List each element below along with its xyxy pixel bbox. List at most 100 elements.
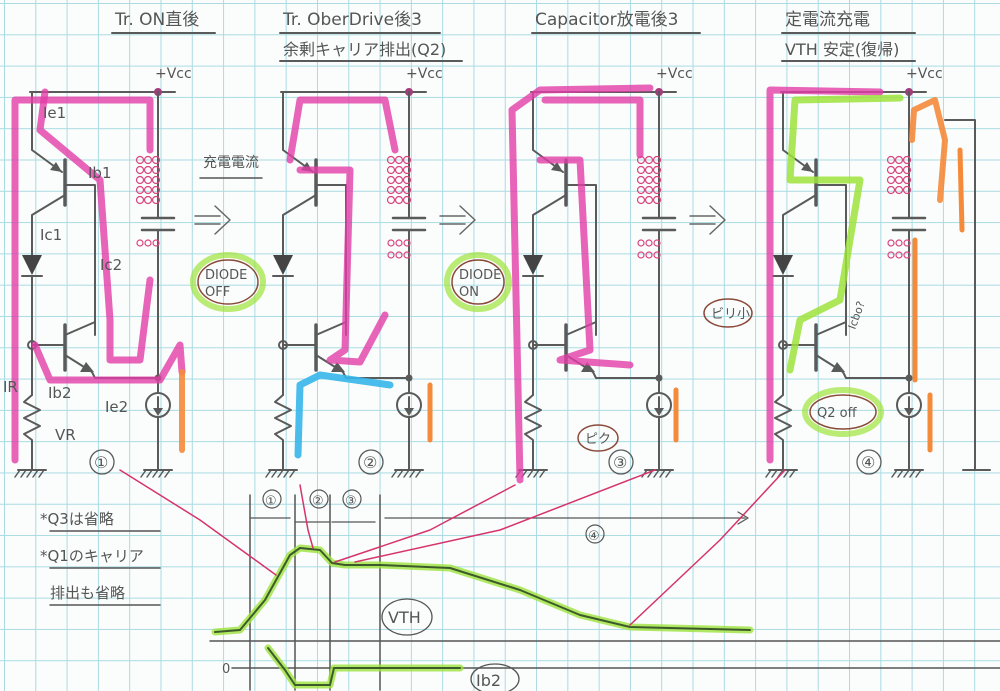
ground-hatch	[409, 469, 416, 478]
q2-emitter-arrow-icon	[331, 362, 345, 372]
charge-icon	[902, 165, 912, 175]
charge-icon	[386, 175, 396, 185]
ground-hatch	[659, 469, 666, 478]
charge-icon	[886, 165, 896, 175]
q2_off-bubble	[809, 394, 877, 430]
step-number-circle	[608, 449, 634, 475]
charge-icon	[402, 195, 412, 205]
charge-icon	[902, 185, 912, 195]
charge-icon	[636, 195, 646, 205]
diode-icon	[273, 255, 293, 275]
icbo-label: Icbo?	[846, 299, 868, 331]
charge-icon	[143, 165, 153, 175]
emitter-node	[655, 374, 663, 382]
step-number: ①	[94, 453, 108, 472]
diode_on-text: DIODE	[459, 268, 501, 283]
q2-emitter-arrow-icon	[80, 362, 94, 372]
charge-icon	[143, 185, 153, 195]
q1-emitter	[532, 91, 564, 173]
charge-icon	[143, 155, 153, 165]
charge-icon	[394, 195, 404, 205]
ground-hatch	[903, 469, 910, 478]
ground-hatch	[539, 469, 546, 478]
charge-icon	[151, 165, 161, 175]
ground-hatch	[20, 469, 27, 478]
pointer-arrow-5	[629, 469, 786, 626]
charge-icon	[644, 185, 654, 195]
charge-icon	[886, 155, 896, 165]
charge-icon	[902, 175, 912, 185]
step-number: ④	[861, 453, 875, 472]
charge-icon	[135, 165, 145, 175]
current-source-arrowhead-icon	[904, 408, 914, 416]
panel-subtitle: VTH 安定(復帰)	[785, 40, 899, 59]
charge-icon	[151, 185, 161, 195]
current-path-ib1	[36, 88, 154, 364]
charge-icon	[895, 251, 903, 259]
charge-icon	[894, 165, 904, 175]
current-path-3c	[536, 156, 634, 369]
ground-hatch	[283, 469, 290, 478]
q1-emitter	[282, 91, 314, 173]
current-path-4-green	[786, 94, 904, 374]
ground-hatch	[891, 469, 898, 478]
ground-hatch	[265, 469, 272, 478]
charge-icon	[894, 175, 904, 185]
charge-icon	[886, 185, 896, 195]
ground-hatch	[391, 469, 398, 478]
current-source-arrowhead-icon	[654, 408, 664, 416]
ground-hatch	[32, 469, 39, 478]
q2_off-text: Q2 off	[817, 406, 858, 421]
ground-hatch	[909, 469, 916, 478]
charge-icon	[652, 175, 662, 185]
panel-subtitle: 余剰キャリア排出(Q2)	[283, 40, 446, 59]
label-ic1: Ic1	[40, 226, 62, 244]
extra-rail	[944, 119, 976, 471]
charge-icon	[136, 239, 144, 247]
label-ic2: Ic2	[100, 256, 122, 274]
charge-icon	[902, 155, 912, 165]
q1-emitter-arrow-icon	[801, 162, 813, 172]
resistor-icon	[23, 394, 41, 471]
phase-circle	[262, 489, 282, 509]
charge-icon	[636, 165, 646, 175]
panel-title: 定電流充電	[785, 10, 870, 30]
charge-icon	[637, 251, 645, 259]
charge-icon	[135, 185, 145, 195]
label-vr: VR	[55, 426, 76, 444]
q1-collector	[532, 194, 567, 256]
next-step-arrow-icon	[709, 205, 726, 235]
charge-icon	[395, 251, 403, 259]
vcc-label: +Vcc	[406, 66, 443, 82]
q1-emitter	[782, 91, 814, 173]
charge-icon	[151, 175, 161, 185]
charge-icon	[386, 165, 396, 175]
charge-icon	[644, 175, 654, 185]
label-ie1: Ie1	[43, 104, 66, 122]
phase-circle	[585, 524, 605, 544]
charge-icon	[652, 185, 662, 195]
charge-icon	[887, 239, 895, 247]
q1-collector	[282, 194, 317, 256]
charge-icon	[144, 239, 152, 247]
peak_small-bubble	[703, 298, 753, 328]
label-ie2: Ie2	[105, 398, 128, 416]
diode-icon	[22, 255, 42, 275]
charge-icon	[395, 239, 403, 247]
charge-icon	[394, 175, 404, 185]
ground-hatch	[38, 469, 45, 478]
ground-hatch	[665, 469, 672, 478]
emitter-node	[405, 374, 413, 382]
charge-icon	[152, 239, 160, 247]
label-ir: IR	[3, 378, 18, 396]
ground-hatch	[783, 469, 790, 478]
ground-hatch	[397, 469, 404, 478]
emitter-node	[905, 374, 913, 382]
charge-icon	[903, 239, 911, 247]
diode_off-bubble	[197, 259, 259, 305]
peak-text: ピク	[585, 432, 611, 447]
ground-hatch	[277, 469, 284, 478]
